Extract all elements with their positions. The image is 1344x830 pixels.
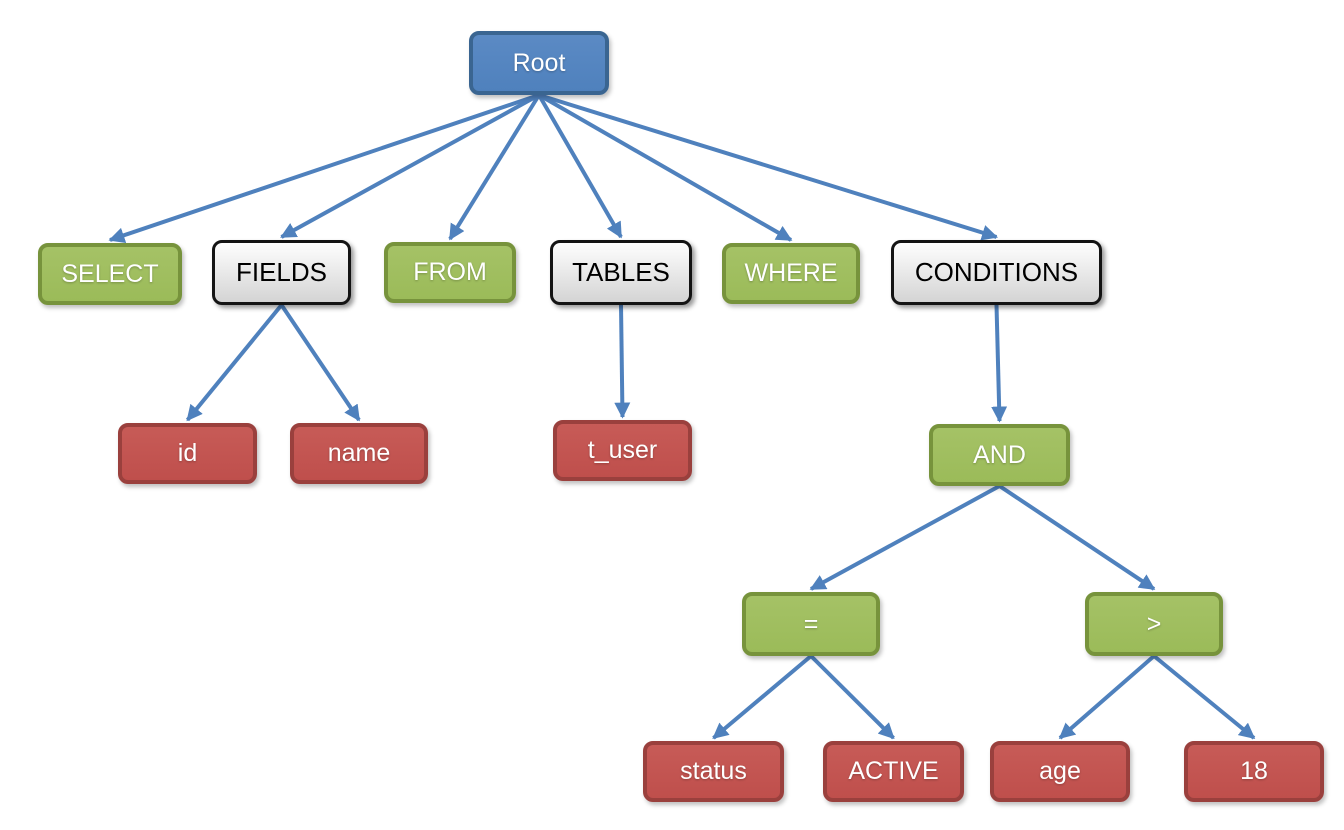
edge-conditions-and xyxy=(991,304,1008,423)
node-tables: TABLES xyxy=(550,240,692,305)
node-active: ACTIVE xyxy=(823,741,964,802)
node-label-tables: TABLES xyxy=(572,257,670,287)
node-label-t_user: t_user xyxy=(587,436,658,464)
edge-gt-age xyxy=(1058,654,1156,740)
node-gt: > xyxy=(1085,592,1223,656)
edge-tables-t_user xyxy=(614,304,631,419)
edge-fields-name xyxy=(279,303,361,422)
node-label-select: SELECT xyxy=(61,259,159,288)
node-t_user: t_user xyxy=(553,420,692,481)
edge-root-tables xyxy=(537,93,623,239)
node-conditions: CONDITIONS xyxy=(891,240,1102,305)
node-select: SELECT xyxy=(38,243,182,305)
node-label-age: age xyxy=(1039,757,1081,785)
node-label-root: Root xyxy=(512,48,566,77)
node-label-gt: > xyxy=(1146,609,1162,638)
node-name: name xyxy=(290,423,428,484)
edge-root-where xyxy=(538,93,793,242)
edge-gt-n18 xyxy=(1152,654,1256,740)
node-label-conditions: CONDITIONS xyxy=(914,257,1079,287)
node-label-n18: 18 xyxy=(1240,757,1268,785)
edge-and-eq xyxy=(809,484,1001,591)
node-label-fields: FIELDS xyxy=(235,257,328,287)
node-label-status: status xyxy=(680,757,747,785)
node-label-where: WHERE xyxy=(744,259,838,287)
node-label-eq: = xyxy=(803,609,819,638)
node-status: status xyxy=(643,741,784,802)
node-label-and: AND xyxy=(973,440,1026,469)
edge-root-conditions xyxy=(538,93,999,241)
node-n18: 18 xyxy=(1184,741,1324,802)
edge-fields-id xyxy=(185,303,284,422)
node-label-id: id xyxy=(177,439,198,467)
edge-root-fields xyxy=(280,93,540,239)
edge-and-gt xyxy=(998,484,1156,591)
edge-root-from xyxy=(448,93,541,241)
node-fields: FIELDS xyxy=(212,240,351,305)
node-label-from: FROM xyxy=(413,258,487,286)
node-label-name: name xyxy=(327,439,391,467)
node-id: id xyxy=(118,423,257,484)
node-from: FROM xyxy=(384,242,516,303)
node-where: WHERE xyxy=(722,243,860,304)
node-and: AND xyxy=(929,424,1070,486)
node-label-active: ACTIVE xyxy=(848,757,939,785)
edge-eq-status xyxy=(712,654,813,740)
node-age: age xyxy=(990,741,1130,802)
edge-eq-active xyxy=(809,654,895,740)
edge-root-select xyxy=(108,93,540,243)
node-root: Root xyxy=(469,31,609,95)
node-eq: = xyxy=(742,592,880,656)
